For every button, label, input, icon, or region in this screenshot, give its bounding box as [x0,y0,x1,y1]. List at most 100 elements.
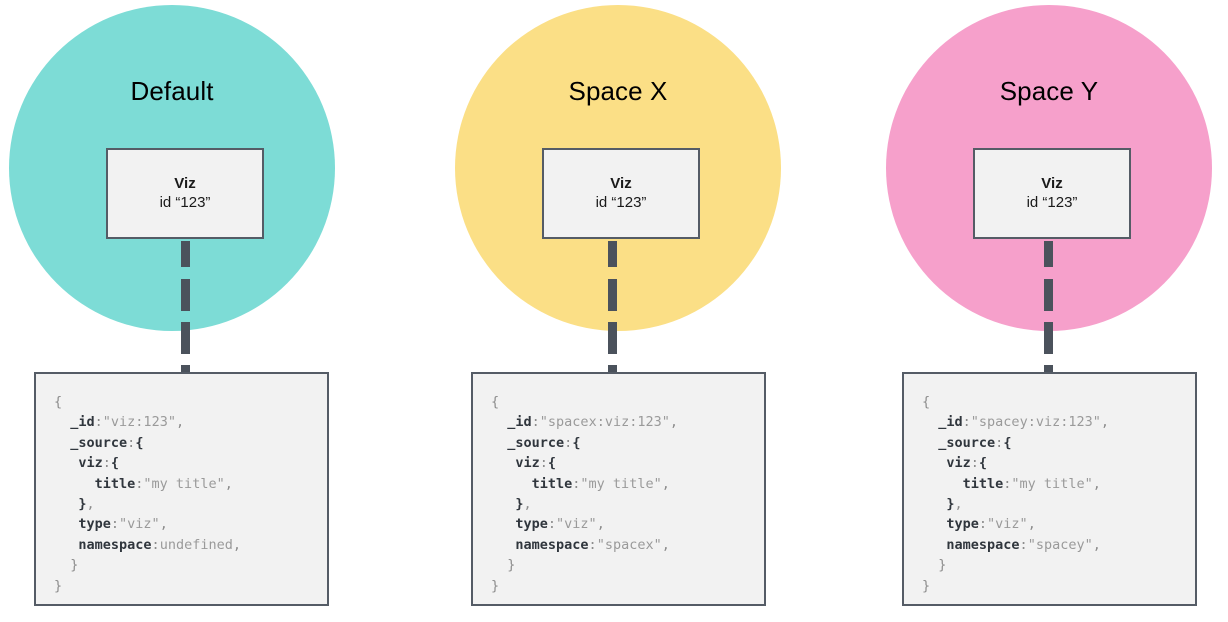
code-punctuation [54,496,78,512]
code-punctuation [54,537,78,553]
code-line: title:"my title", [54,474,313,494]
code-punctuation [54,516,78,532]
code-punctuation: , [1100,414,1109,431]
code-punctuation: : [135,475,144,492]
code-punctuation: : [995,434,1004,451]
viz-node-title: Viz [174,175,196,192]
code-line: namespace:undefined, [54,535,313,555]
code-key: { [1003,434,1012,451]
viz-node-id: id “123” [159,194,211,211]
code-key: { [135,434,144,451]
code-punctuation [54,455,78,471]
code-value: "spacex" [596,536,662,553]
code-key: title [531,475,573,492]
code-punctuation: : [962,414,971,431]
space-title: Space X [568,76,668,106]
code-line: namespace:"spacex", [491,535,750,555]
connector-dash-segment [608,241,617,267]
code-key: namespace [946,536,1020,553]
code-key: _id [938,414,963,431]
code-value: "viz" [987,516,1028,533]
code-punctuation: } [70,557,79,574]
code-line: viz:{ [491,453,750,473]
connector-dash-segment [181,241,190,267]
code-punctuation [922,455,946,471]
document-source-code-block: { _id:"spacey:viz:123", _source:{ viz:{ … [902,372,1197,606]
code-value: "spacex:viz:123" [539,414,670,431]
viz-node-title: Viz [1041,175,1063,192]
code-punctuation: { [922,394,931,410]
viz-node[interactable]: Viz id “123” [106,148,264,239]
viz-node[interactable]: Viz id “123” [973,148,1131,239]
code-line: } [54,576,313,596]
code-key: type [78,516,111,533]
code-punctuation [922,516,946,532]
code-punctuation [922,476,963,492]
code-value: "spacey:viz:123" [970,414,1101,431]
code-line: _source:{ [491,433,750,453]
code-punctuation: : [151,536,160,553]
code-line: } [491,576,750,596]
code-punctuation: { [54,394,63,410]
code-key: { [110,455,120,472]
code-line: viz:{ [54,453,313,473]
dashed-connector [1044,241,1053,373]
code-value: "viz:123" [102,414,176,431]
code-value: "viz" [119,516,160,533]
code-line: _id:"spacex:viz:123", [491,412,750,432]
code-key: viz [78,455,103,472]
code-key: { [978,455,988,472]
code-punctuation: , [596,516,605,533]
space-title: Space Y [999,76,1099,106]
code-punctuation [491,414,507,430]
code-line: } [491,555,750,575]
connector-dash-segment [181,279,190,311]
code-punctuation: : [110,516,120,533]
code-key: _id [507,414,532,431]
code-punctuation: : [572,475,581,492]
code-punctuation [54,557,70,573]
code-punctuation: : [547,516,557,533]
code-punctuation [491,516,515,532]
code-line: }, [491,494,750,514]
code-punctuation: , [1027,516,1036,533]
code-line: type:"viz", [922,514,1181,534]
code-punctuation: : [978,516,988,533]
code-key: { [547,455,557,472]
document-source-code-block: { _id:"viz:123", _source:{ viz:{ title:"… [34,372,329,606]
code-punctuation: : [564,434,573,451]
code-value: "spacey" [1027,536,1093,553]
code-punctuation: : [1019,536,1028,553]
code-key: type [946,516,979,533]
code-punctuation: } [922,577,931,594]
code-punctuation: , [1092,536,1101,553]
code-key: _source [507,434,565,451]
code-punctuation: : [588,536,597,553]
code-value: undefined [159,536,233,553]
code-punctuation: } [54,577,63,594]
code-punctuation [491,496,515,512]
code-punctuation [922,496,946,512]
code-line: type:"viz", [54,514,313,534]
code-punctuation: , [159,516,168,533]
connector-dash-segment [1044,365,1053,373]
code-punctuation: : [531,414,540,431]
code-key: namespace [515,536,589,553]
code-line: { [491,392,750,412]
code-line: namespace:"spacey", [922,535,1181,555]
connector-dash-segment [1044,322,1053,354]
code-key: _source [938,434,996,451]
code-line: }, [54,494,313,514]
code-key: { [572,434,581,451]
code-line: _source:{ [922,433,1181,453]
connector-dash-segment [1044,279,1053,311]
code-line: title:"my title", [491,474,750,494]
viz-node-id: id “123” [1026,194,1078,211]
code-punctuation: : [539,455,548,472]
code-line: _id:"spacey:viz:123", [922,412,1181,432]
code-punctuation [54,476,95,492]
code-key: viz [946,455,971,472]
code-punctuation [922,414,938,430]
